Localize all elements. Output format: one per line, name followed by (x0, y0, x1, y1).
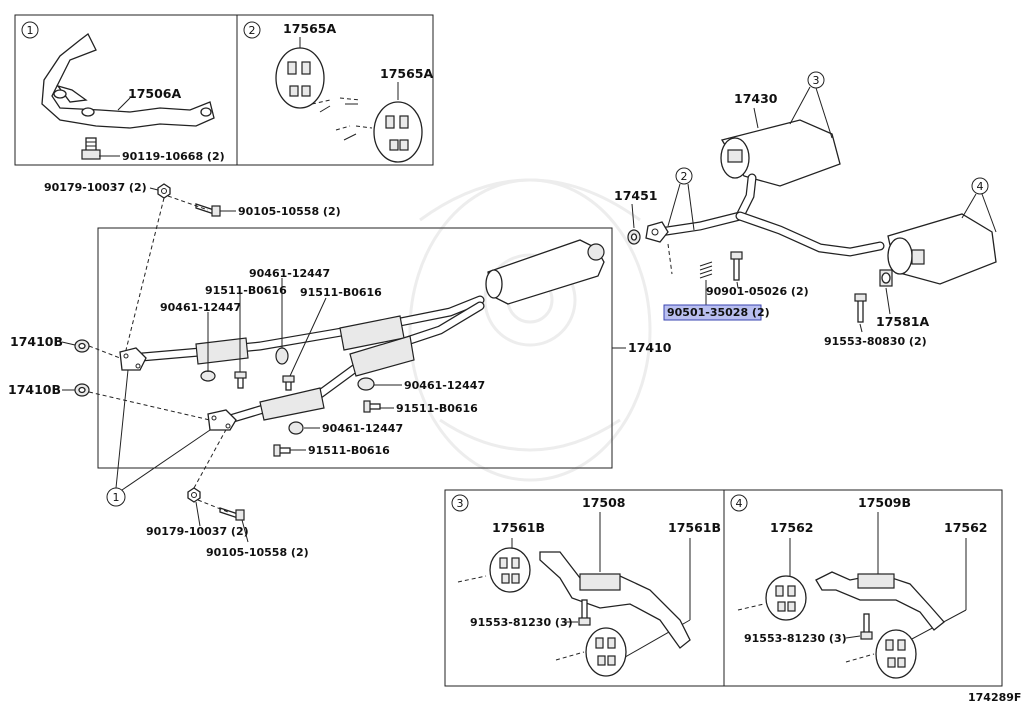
panel-2: 2 17565A 17565A (236, 14, 434, 166)
bracket-17509b (815, 571, 945, 631)
plug-b (282, 375, 295, 391)
label-91553-80830: 91553-80830 (2) (824, 335, 927, 348)
panel-2-number: 2 (249, 24, 256, 37)
label-90119-10668: 90119-10668 (2) (122, 150, 225, 163)
callout-4-rear-number: 4 (977, 180, 984, 193)
label-bolt-90105-bottom: 90105-10558 (2) (206, 546, 309, 559)
rear-y-pipe (645, 173, 885, 257)
label-17410b-bottom: 17410B (8, 382, 61, 397)
label-17509b: 17509B (858, 495, 911, 510)
label-nut-90179-bottom: 90179-10037 (2) (146, 525, 249, 538)
muffler-right (887, 213, 997, 285)
label-17562-right: 17562 (944, 520, 988, 535)
label-91553-81230-p3: 91553-81230 (3) (470, 616, 573, 629)
sensor-a (275, 347, 289, 365)
gasket-17410b-bottom (74, 383, 90, 397)
label-91511-plug-c: 91511-B0616 (396, 402, 478, 415)
callout-4-rear (971, 177, 989, 195)
bolt-90901 (730, 251, 743, 281)
label-91511-plug-a: 91511-B0616 (205, 284, 287, 297)
label-90461-sensor-b: 90461-12447 (160, 301, 241, 314)
gasket-17451 (627, 229, 641, 245)
nut-top (157, 183, 171, 199)
label-17562-left: 17562 (770, 520, 814, 535)
bolt-91553-81230-p4 (860, 613, 873, 640)
bracket-17506a (41, 33, 215, 129)
hanger-17581a (879, 269, 893, 287)
panel-1: 1 17506A 90119-10668 (2) (14, 14, 238, 166)
gasket-17410b-top (74, 339, 90, 353)
bolt-top (195, 203, 221, 217)
label-91553-81230-p4: 91553-81230 (3) (744, 632, 847, 645)
insulator-17561b-left (489, 547, 531, 593)
label-91511-plug-b: 91511-B0616 (300, 286, 382, 299)
label-90901-05026: 90901-05026 (2) (706, 285, 809, 298)
sensor-d (288, 421, 304, 435)
label-17565a-top: 17565A (283, 21, 336, 36)
insulator-17562-right (875, 629, 917, 679)
label-17565a-mid: 17565A (380, 66, 433, 81)
label-17451: 17451 (614, 188, 658, 203)
insulator-17561b-right (585, 627, 627, 677)
label-17561b-left: 17561B (492, 520, 545, 535)
spring-90501 (699, 261, 713, 279)
bolt-91553-80830 (854, 293, 867, 323)
label-17561b-right: 17561B (668, 520, 721, 535)
label-90461-sensor-d: 90461-12447 (322, 422, 403, 435)
insulator-17565a-bottom (373, 101, 423, 163)
label-90461-sensor-c: 90461-12447 (404, 379, 485, 392)
panel-4: 4 17509B 17562 17562 91553-81230 (3) (723, 489, 1003, 687)
panel-3-number: 3 (457, 497, 464, 510)
bolt-90119 (81, 137, 101, 160)
sensor-b (200, 370, 216, 382)
label-17506a: 17506A (128, 86, 181, 101)
label-17410b-top: 17410B (10, 334, 63, 349)
plug-a (234, 371, 247, 389)
bracket-17508 (539, 551, 691, 649)
nut-bottom (187, 487, 201, 503)
plug-d (273, 444, 291, 457)
bolt-91553-81230-p3 (578, 599, 591, 626)
label-17410: 17410 (628, 340, 672, 355)
label-17508: 17508 (582, 495, 626, 510)
callout-1-number: 1 (113, 491, 120, 504)
watermark-emblem (408, 178, 652, 482)
label-90461-sensor-a: 90461-12447 (249, 267, 330, 280)
label-nut-90179-top: 90179-10037 (2) (44, 181, 147, 194)
label-17581a: 17581A (876, 314, 929, 329)
callout-3-rear-number: 3 (813, 74, 820, 87)
figure-code: 174289F (968, 691, 1021, 704)
sensor-c (357, 377, 375, 391)
label-90501-35028[interactable]: 90501-35028 (2) (667, 306, 770, 319)
front-pipe-assembly (119, 239, 605, 431)
label-91511-plug-d: 91511-B0616 (308, 444, 390, 457)
plug-c (363, 400, 381, 413)
label-bolt-90105-top: 90105-10558 (2) (238, 205, 341, 218)
panel-3: 3 17508 17561B 17561B 91553-81230 (3) (444, 489, 725, 687)
panel-1-number: 1 (27, 24, 34, 37)
label-17430: 17430 (734, 91, 778, 106)
insulator-17565a-top (275, 47, 325, 109)
highlight-90501[interactable] (663, 304, 762, 321)
callout-2-rear-number: 2 (681, 170, 688, 183)
callout-2-rear (675, 167, 693, 185)
bolt-bottom (219, 507, 245, 521)
panel-4-number: 4 (736, 497, 743, 510)
insulator-17562-left (765, 575, 807, 621)
muffler-17430 (720, 119, 841, 187)
